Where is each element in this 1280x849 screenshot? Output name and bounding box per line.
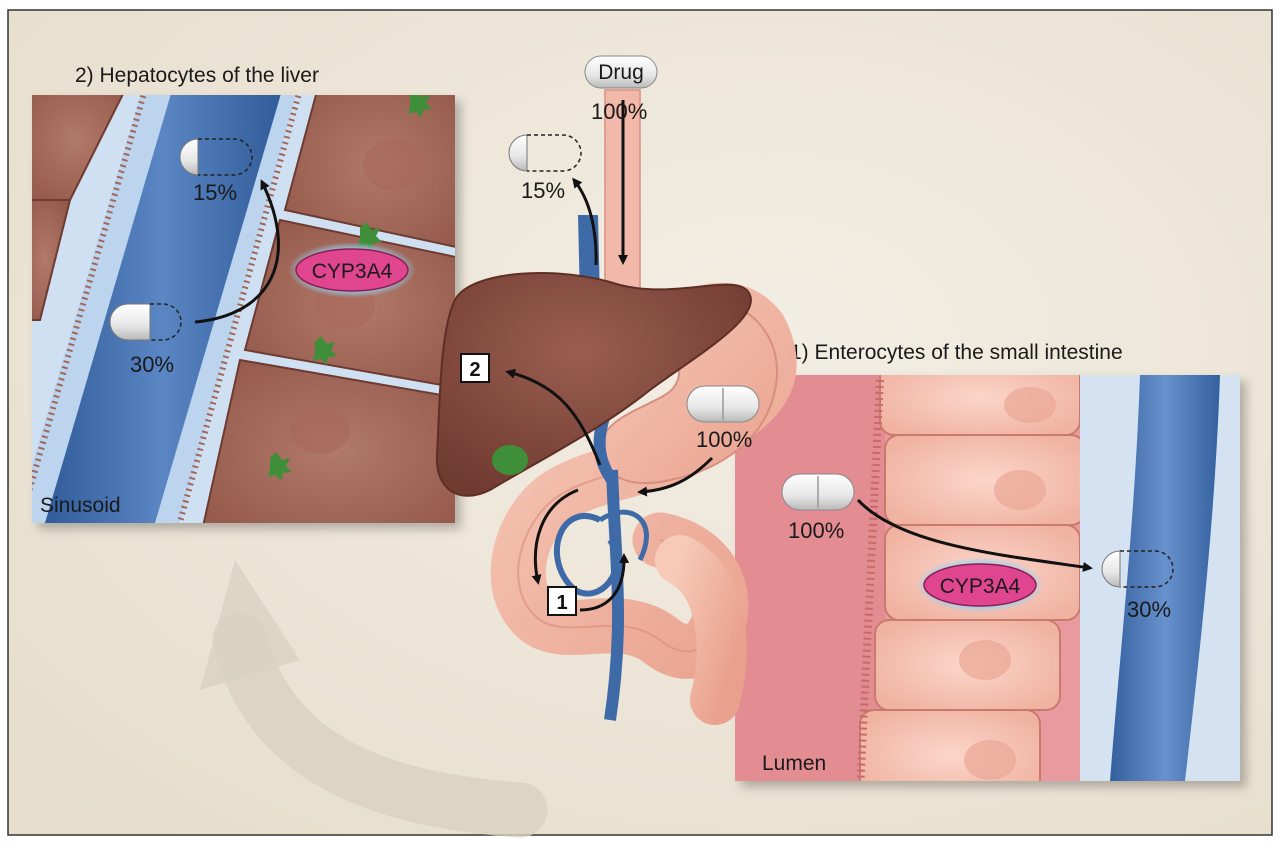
liver-metabolism-arrow [194,179,280,324]
intestine-transit-arrow [531,488,579,585]
intestine-panel: 1) Enterocytes of the small intestine Lu… [735,341,1240,781]
stomach-pill [686,385,760,423]
step-2-marker [460,353,490,383]
stomach-to-intestine-arrow [637,456,714,497]
systemic-pill [508,134,582,172]
liver-pill-out-pct: 15% [193,180,237,205]
intestine-pill-out [1101,550,1174,588]
stomach [598,293,778,485]
liver-pill-out [179,138,253,176]
step-1-label: 1 [556,592,567,614]
liver-panel: 2) Hepatocytes of the liver Sinusoid CYP… [32,64,455,523]
intestine-pill-in [781,473,855,511]
step-2-label: 2 [469,359,480,381]
liver-pill-in [109,303,182,341]
portal-to-liver-arrow [505,368,602,466]
intestine-pill-in-pct: 100% [788,518,844,543]
sinusoid-vessel [44,95,281,523]
systemic-circulation-arrow [572,177,598,266]
intestine-panel-title: 1) Enterocytes of the small intestine [790,341,1123,364]
return-arrow-shadow [212,612,548,838]
intestine-pill-out-pct: 30% [1127,597,1171,622]
drug-pill [584,55,658,89]
gallbladder [492,445,528,475]
intestine-enzyme-label: CYP3A4 [940,575,1021,598]
liver-enzyme-badge [295,248,409,292]
liver-pill-in-pct: 30% [130,352,174,377]
liver-panel-title: 2) Hepatocytes of the liver [75,64,319,87]
intestine-enzyme-badge [923,563,1037,607]
hepatocytes-left [32,95,124,321]
intestine-absorption-arrow [856,498,1093,572]
systemic-pct: 15% [521,178,565,203]
liver-enzyme-label: CYP3A4 [312,260,393,283]
stomach-pct: 100% [696,427,752,452]
return-arrow-head [200,560,300,690]
lumen-label: Lumen [762,752,826,775]
drug-label: Drug [598,61,644,84]
center-organs: Drug 100% 15% 100% 1 2 [435,55,797,725]
jejunum [655,535,747,725]
portal-uptake-arrow [579,553,630,612]
sinusoid-label: Sinusoid [40,494,121,517]
liver-organ [435,272,752,497]
intestine-blood-vessel [1110,375,1220,781]
drug-pct: 100% [591,99,647,124]
step-1-marker [547,586,577,616]
